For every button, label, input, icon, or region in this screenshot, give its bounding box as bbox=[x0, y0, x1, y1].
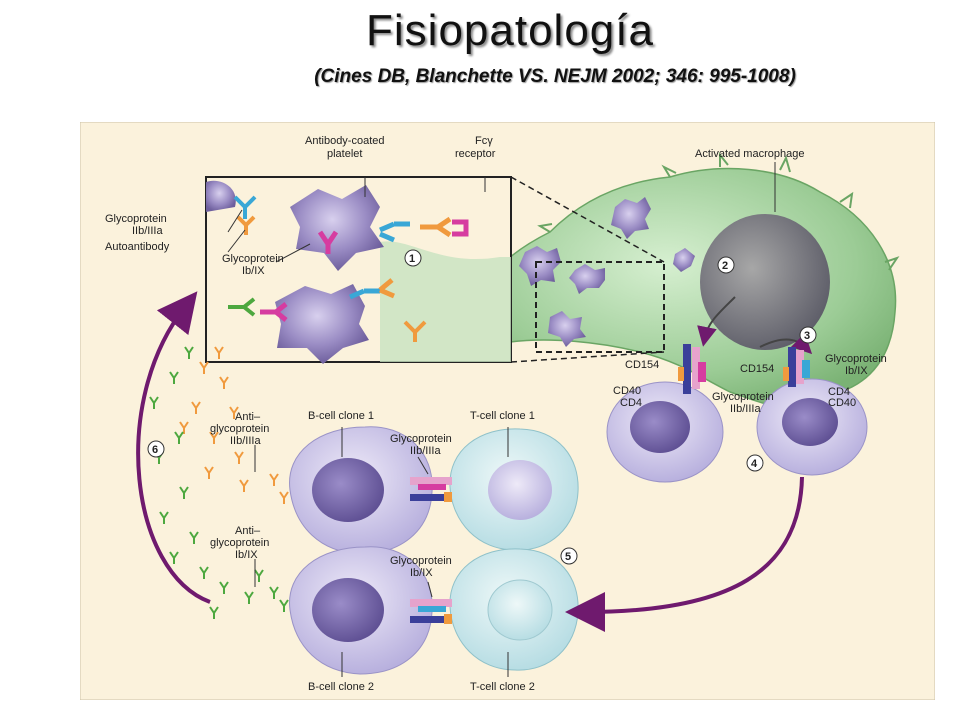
return-arrow bbox=[136, 291, 211, 604]
label-b-cell-clone-1: B-cell clone 1 bbox=[308, 410, 374, 422]
step-3-marker: 3 bbox=[799, 326, 817, 344]
inset-box bbox=[205, 176, 512, 364]
activation-arrow bbox=[565, 476, 804, 632]
label-gp-iib-iiia-mac: Glycoprotein IIb/IIIa bbox=[712, 391, 777, 415]
label-antibody-coated-platelet: Antibody-coated platelet bbox=[305, 135, 388, 160]
label-b-cell-clone-2: B-cell clone 2 bbox=[308, 681, 374, 693]
label-t-cell-clone-2: T-cell clone 2 bbox=[470, 681, 535, 693]
citation: (Cines DB, Blanchette VS. NEJM 2002; 346… bbox=[314, 66, 796, 87]
macrophage-nucleus bbox=[700, 214, 830, 350]
step-2-marker: 2 bbox=[717, 256, 735, 274]
presentation-arrow bbox=[759, 332, 813, 355]
label-gp-iib-iiia-inset: Glycoprotein IIb/IIIa bbox=[105, 213, 170, 237]
itp-diagram: Antibody-coated platelet Fcγ receptor Ac… bbox=[79, 121, 936, 701]
label-cd154-left: CD154 bbox=[625, 359, 659, 371]
zoom-box bbox=[510, 176, 665, 363]
label-anti-gp-iib-iiia: Anti– glycoprotein IIb/IIIa bbox=[210, 411, 272, 447]
pathophysiology-figure: Antibody-coated platelet Fcγ receptor Ac… bbox=[79, 121, 936, 701]
label-cd154-right: CD154 bbox=[740, 363, 774, 375]
cell-pair-clone-2 bbox=[289, 546, 579, 675]
label-autoantibody: Autoantibody bbox=[105, 241, 170, 253]
antibody-scatter bbox=[149, 346, 289, 619]
label-gp-iib-iiia-tcell: Glycoprotein IIb/IIIa bbox=[390, 433, 455, 457]
label-activated-macrophage: Activated macrophage bbox=[695, 148, 804, 160]
svg-text:4: 4 bbox=[751, 458, 758, 470]
svg-text:2: 2 bbox=[722, 260, 728, 272]
label-gp-ib-ix-tcell: Glycoprotein Ib/IX bbox=[390, 555, 455, 579]
page-title: Fisiopatología bbox=[366, 6, 654, 55]
label-gp-ib-ix-inset: Glycoprotein Ib/IX bbox=[222, 253, 287, 277]
step-4-marker: 4 bbox=[746, 454, 764, 472]
label-cd40-right: CD40 bbox=[828, 397, 856, 409]
label-fc-receptor: Fcγ receptor bbox=[455, 135, 496, 160]
step-1-marker: 1 bbox=[404, 249, 422, 267]
svg-text:1: 1 bbox=[409, 253, 415, 265]
label-gp-ib-ix-mac: Glycoprotein Ib/IX bbox=[825, 353, 890, 377]
label-anti-gp-ib-ix: Anti– glycoprotein Ib/IX bbox=[210, 525, 272, 561]
cell-pair-clone-1 bbox=[289, 426, 579, 555]
t-cells-macrophage bbox=[606, 344, 868, 483]
leader-lines bbox=[227, 162, 776, 677]
platelet-cluster bbox=[476, 197, 695, 347]
svg-text:6: 6 bbox=[152, 444, 158, 456]
step-5-marker: 5 bbox=[560, 547, 578, 565]
svg-text:3: 3 bbox=[804, 330, 810, 342]
label-cd4-right: CD4 bbox=[828, 386, 850, 398]
step-6-marker: 6 bbox=[147, 440, 165, 458]
internalization-arrow bbox=[697, 296, 736, 347]
label-cd40-left: CD40 bbox=[613, 385, 641, 397]
label-t-cell-clone-1: T-cell clone 1 bbox=[470, 410, 535, 422]
label-cd4-left: CD4 bbox=[620, 397, 642, 409]
svg-text:5: 5 bbox=[565, 551, 571, 563]
